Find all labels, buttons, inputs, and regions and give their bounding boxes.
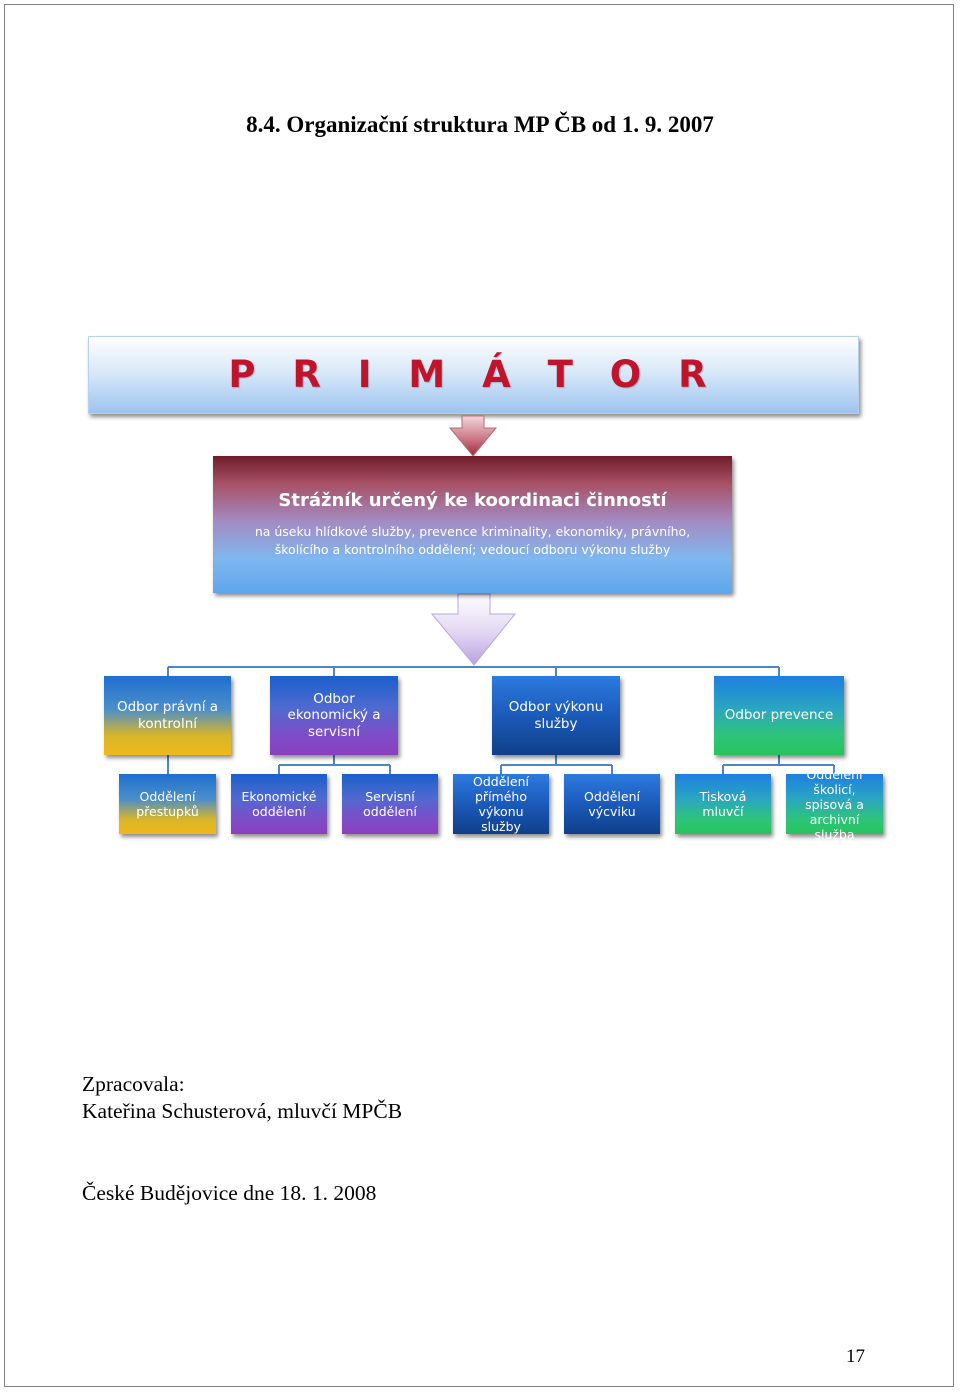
section-heading: 8.4. Organizační struktura MP ČB od 1. 9… <box>246 112 714 137</box>
primator-box: P R I M Á T O R <box>88 336 859 414</box>
unit-box-economic: Ekonomické oddělení <box>231 774 327 834</box>
unit-label: Servisní oddělení <box>363 789 417 819</box>
unit-box-spokesperson: Tisková mluvčí <box>675 774 771 834</box>
coordinator-title: Strážník určený ke koordinaci činností <box>278 489 667 511</box>
unit-box-direct-service: Oddělení přímého výkonu služby <box>453 774 549 834</box>
unit-label: Oddělení výcviku <box>584 789 640 819</box>
unit-box-school-archive: Oddělení školicí, spisová a archivní slu… <box>786 767 883 842</box>
department-box-legal: Odbor právní a kontrolní <box>104 676 231 755</box>
page-frame <box>4 4 954 1387</box>
department-box-service: Odbor výkonu služby <box>492 676 620 755</box>
prepared-by-label: Zpracovala: <box>82 1072 185 1096</box>
department-box-prevention: Odbor prevence <box>714 676 844 755</box>
unit-label: Oddělení školicí, spisová a archivní slu… <box>805 766 864 842</box>
unit-label: Oddělení přímého výkonu služby <box>473 774 529 834</box>
unit-label: Ekonomické oddělení <box>241 789 317 819</box>
unit-box-training: Oddělení výcviku <box>564 774 660 834</box>
coordinator-box: Strážník určený ke koordinaci činností n… <box>213 456 732 593</box>
unit-label: Oddělení přestupků <box>136 789 199 819</box>
page-number: 17 <box>846 1346 865 1367</box>
author-line: Kateřina Schusterová, mluvčí MPČB <box>82 1099 403 1123</box>
coordinator-subtitle: na úseku hlídkové služby, prevence krimi… <box>254 524 691 558</box>
department-label: Odbor právní a kontrolní <box>116 699 219 732</box>
department-label: Odbor ekonomický a servisní <box>287 691 381 740</box>
department-box-economic: Odbor ekonomický a servisní <box>270 676 398 755</box>
department-label: Odbor výkonu služby <box>508 699 604 732</box>
unit-box-servicing: Servisní oddělení <box>342 774 438 834</box>
place-date-line: České Budějovice dne 18. 1. 2008 <box>82 1181 377 1205</box>
primator-label: P R I M Á T O R <box>228 352 719 396</box>
department-label: Odbor prevence <box>724 707 834 724</box>
unit-box-offences: Oddělení přestupků <box>119 774 216 834</box>
unit-label: Tisková mluvčí <box>699 789 747 819</box>
